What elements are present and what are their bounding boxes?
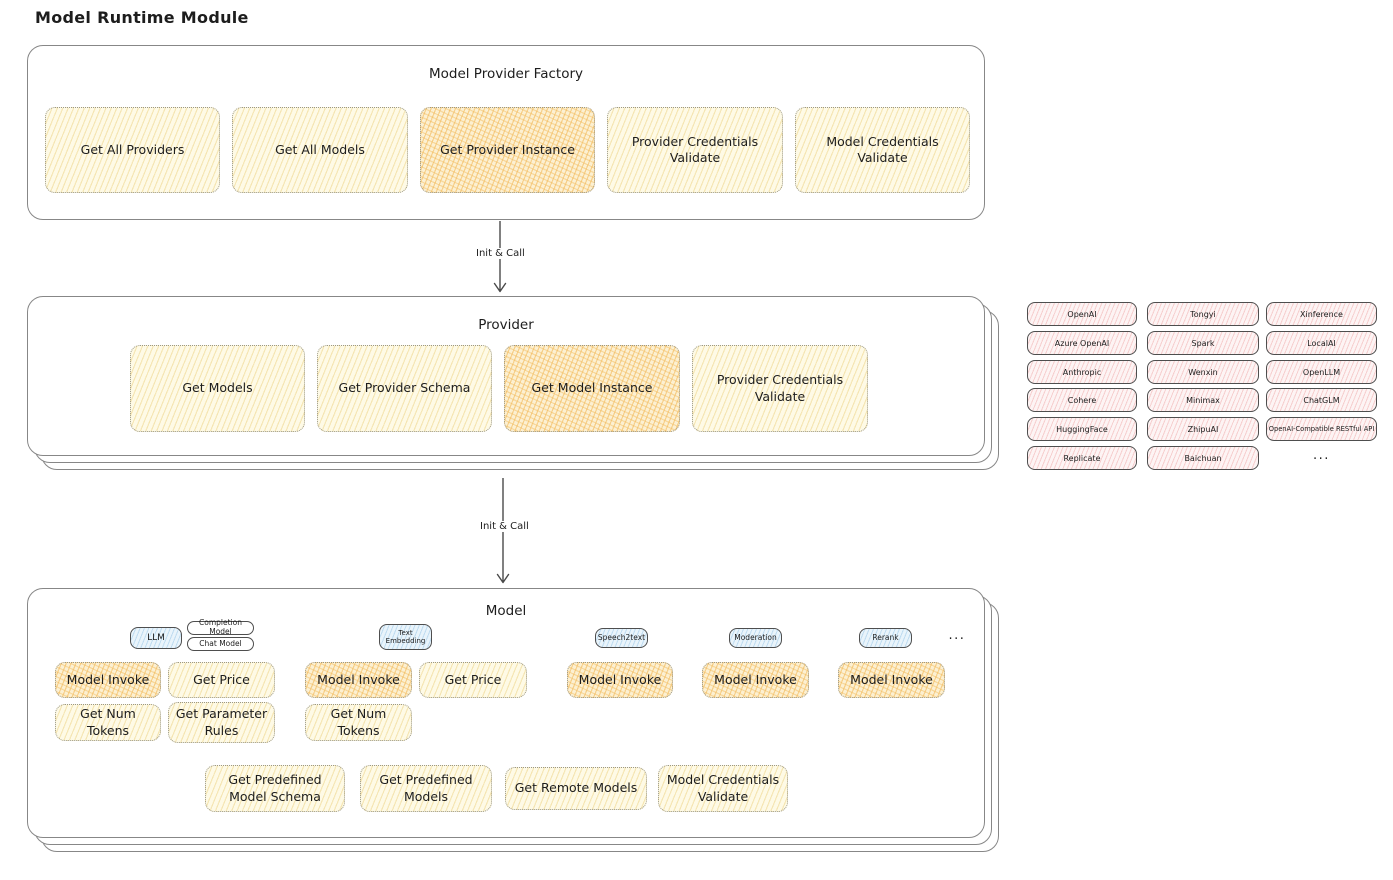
- node-get-model-instance: Get Model Instance: [504, 345, 680, 432]
- pill-moderation: Moderation: [729, 628, 782, 648]
- op-get-price-llm: Get Price: [168, 662, 275, 698]
- chip-cohere: Cohere: [1027, 388, 1137, 412]
- op-get-predefined-models: Get Predefined Models: [360, 765, 492, 812]
- pill-text-embedding: Text Embedding: [379, 624, 432, 650]
- op-model-invoke-moderation: Model Invoke: [702, 662, 809, 698]
- model-provider-factory-title: Model Provider Factory: [428, 66, 583, 82]
- chip-chatglm: ChatGLM: [1266, 388, 1377, 412]
- node-get-provider-schema: Get Provider Schema: [317, 345, 492, 432]
- pill-rerank: Rerank: [859, 628, 912, 648]
- chip-huggingface: HuggingFace: [1027, 417, 1137, 441]
- arrow-label-init-call-1: Init & Call: [473, 248, 528, 259]
- chip-localai: LocalAI: [1266, 331, 1377, 355]
- node-model-credentials-validate: Model Credentials Validate: [795, 107, 970, 193]
- op-model-invoke-rerank: Model Invoke: [838, 662, 945, 698]
- chip-anthropic: Anthropic: [1027, 360, 1137, 384]
- node-provider-credentials-validate: Provider Credentials Validate: [607, 107, 783, 193]
- providers-more-ellipsis: ...: [1313, 448, 1330, 463]
- op-get-num-tokens-llm: Get Num Tokens: [55, 704, 161, 741]
- chip-baichuan: Baichuan: [1147, 446, 1259, 470]
- op-get-price-embedding: Get Price: [419, 662, 527, 698]
- op-model-credentials-validate: Model Credentials Validate: [658, 765, 788, 812]
- node-provider-credentials-validate-2: Provider Credentials Validate: [692, 345, 868, 432]
- op-get-parameter-rules: Get Parameter Rules: [168, 702, 275, 743]
- chip-azure-openai: Azure OpenAI: [1027, 331, 1137, 355]
- chip-wenxin: Wenxin: [1147, 360, 1259, 384]
- op-model-invoke-llm: Model Invoke: [55, 662, 161, 698]
- chip-zhipuai: ZhipuAI: [1147, 417, 1259, 441]
- arrow-label-init-call-2: Init & Call: [477, 521, 532, 532]
- node-get-models: Get Models: [130, 345, 305, 432]
- pill-completion-model: Completion Model: [187, 619, 254, 636]
- chip-tongyi: Tongyi: [1147, 302, 1259, 326]
- node-get-all-models: Get All Models: [232, 107, 408, 193]
- chip-openai: OpenAI: [1027, 302, 1137, 326]
- chip-openai-compatible-restful-api: OpenAI-Compatible RESTful API: [1266, 417, 1377, 441]
- node-get-provider-instance: Get Provider Instance: [420, 107, 595, 193]
- chip-openllm: OpenLLM: [1266, 360, 1377, 384]
- chip-spark: Spark: [1147, 331, 1259, 355]
- chip-xinference: Xinference: [1266, 302, 1377, 326]
- chip-minimax: Minimax: [1147, 388, 1259, 412]
- node-get-all-providers: Get All Providers: [45, 107, 220, 193]
- diagram-title: Model Runtime Module: [35, 8, 249, 27]
- pill-speech2text: Speech2text: [595, 628, 648, 648]
- model-title: Model: [485, 603, 527, 619]
- chip-replicate: Replicate: [1027, 446, 1137, 470]
- op-get-remote-models: Get Remote Models: [505, 767, 647, 810]
- op-model-invoke-speech2text: Model Invoke: [567, 662, 673, 698]
- op-get-num-tokens-embedding: Get Num Tokens: [305, 704, 412, 741]
- model-types-more-ellipsis: ...: [948, 628, 966, 643]
- pill-llm: LLM: [130, 627, 182, 649]
- op-model-invoke-embedding: Model Invoke: [305, 662, 412, 698]
- pill-chat-model: Chat Model: [187, 637, 254, 651]
- provider-title: Provider: [478, 317, 534, 333]
- op-get-predefined-model-schema: Get Predefined Model Schema: [205, 765, 345, 812]
